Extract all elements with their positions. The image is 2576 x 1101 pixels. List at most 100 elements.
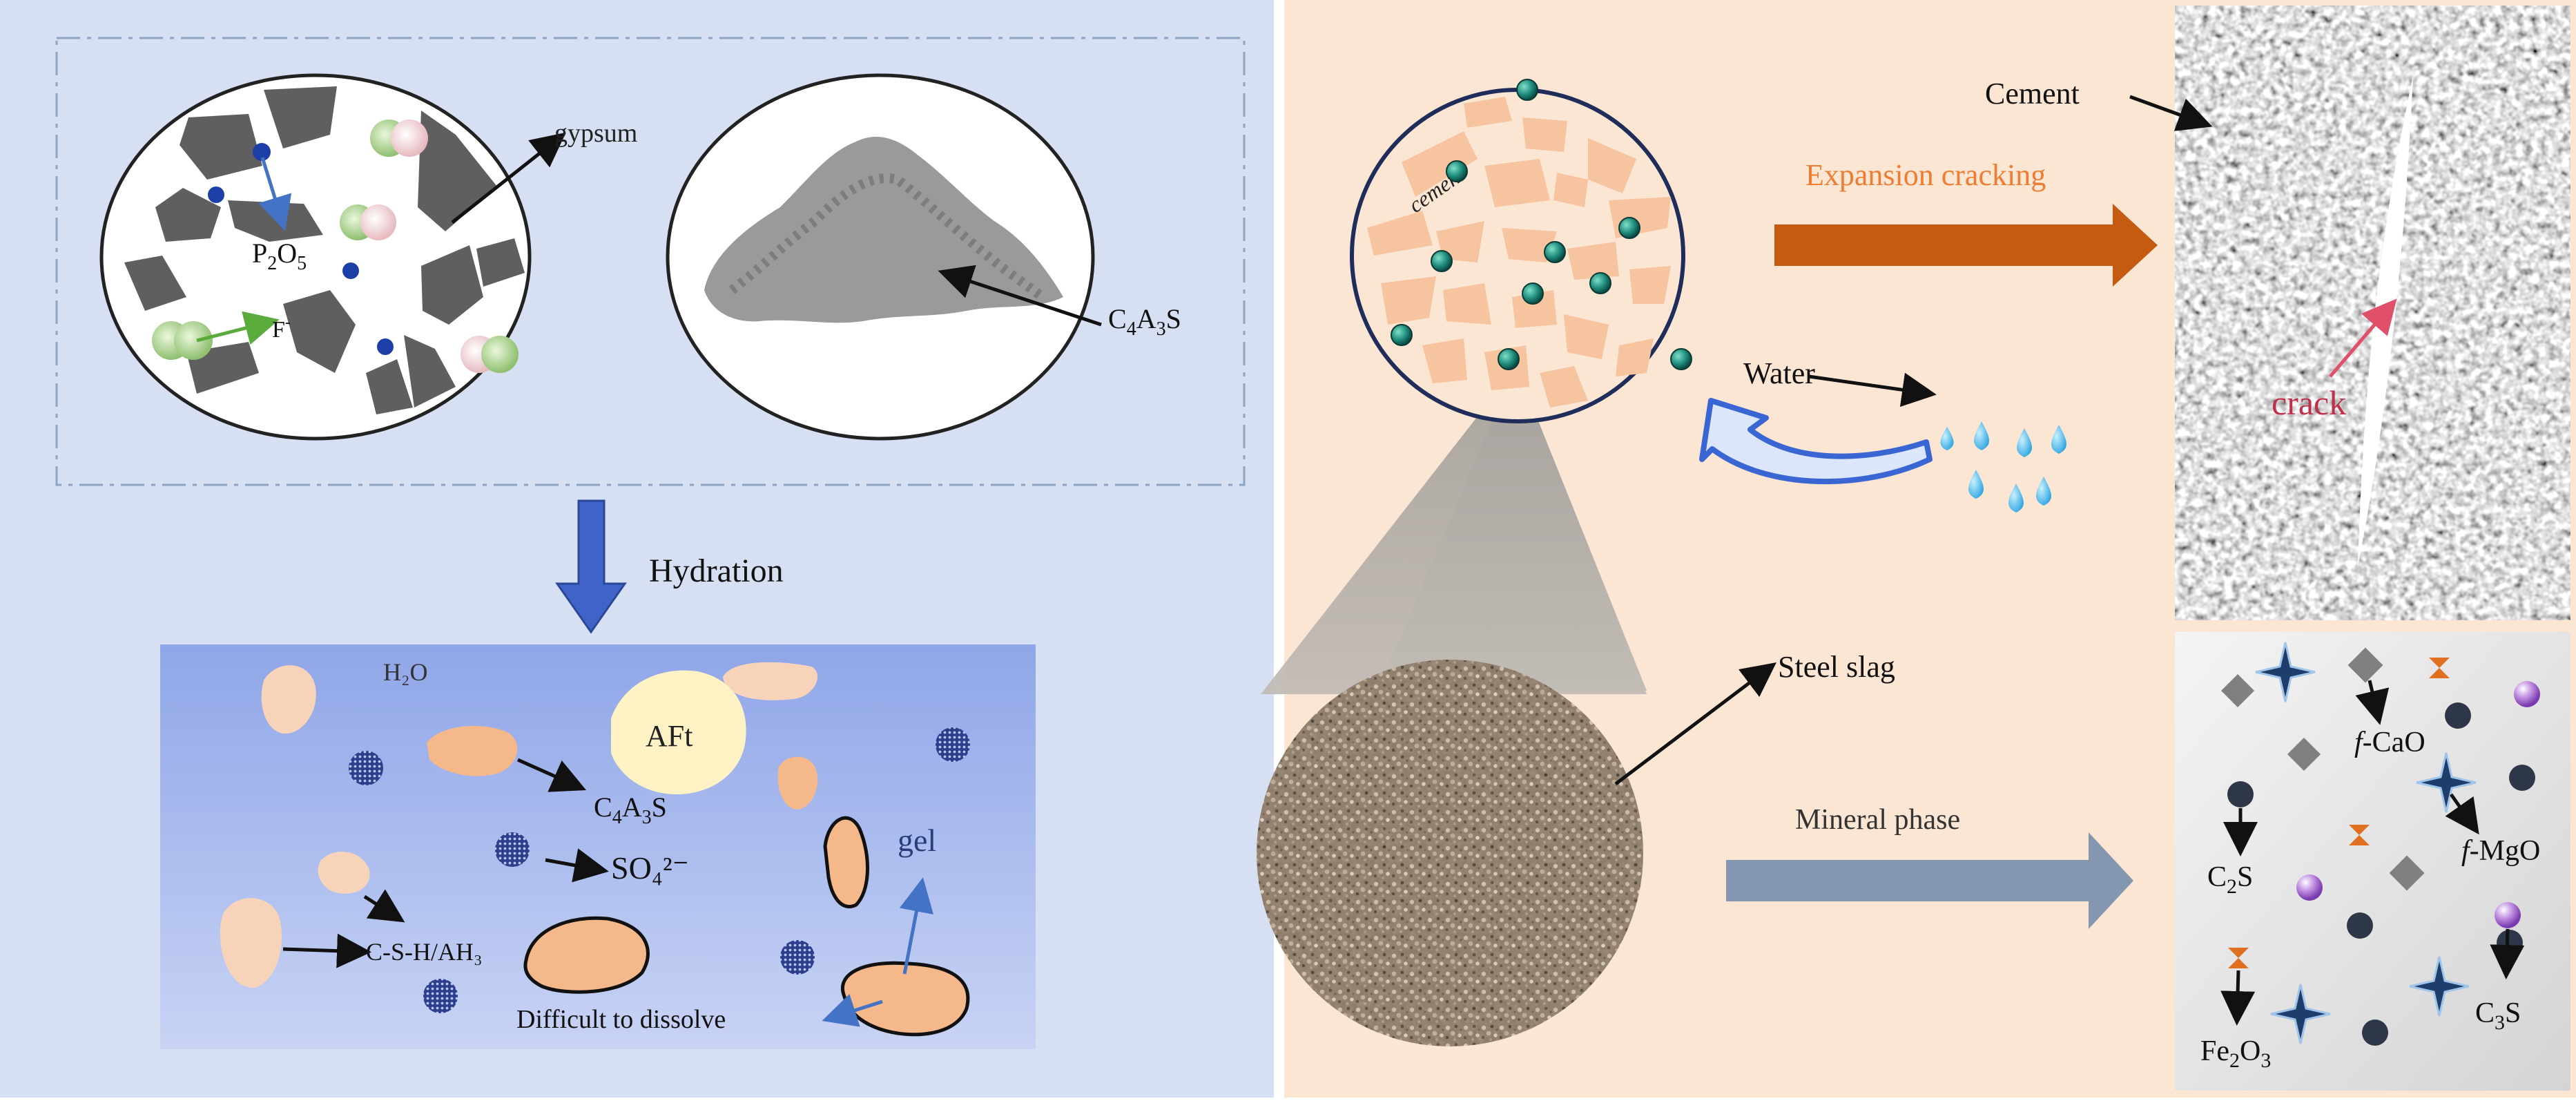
fluoride-label: F- xyxy=(272,314,291,343)
c4a3s-pointer-arrow xyxy=(938,265,1102,327)
c4a3s-bottom-label: C4A3S xyxy=(594,792,667,828)
cement-ball xyxy=(1670,348,1692,370)
peach-particle xyxy=(777,756,818,810)
fe2o3-arrow xyxy=(2220,970,2256,1026)
peach-particle xyxy=(261,665,316,734)
water-drop xyxy=(2036,477,2051,506)
phosphate-arrow xyxy=(258,157,292,231)
green-molecule xyxy=(461,336,519,373)
cement-grain xyxy=(1567,242,1619,280)
c4a3s-powder-texture xyxy=(728,173,1046,301)
gypsum-pointer-arrow xyxy=(451,132,566,224)
cement-label: Cement xyxy=(1985,77,2080,111)
fmgo-label: f-MgO xyxy=(2461,835,2540,867)
water-drop xyxy=(2051,425,2066,454)
cement-grain xyxy=(1540,366,1588,408)
raw-material-circle: P2O5 F- xyxy=(99,73,532,441)
expansion-cracking-label: Expansion cracking xyxy=(1805,158,2046,192)
gel-arrow xyxy=(899,877,933,975)
hydration-label: Hydration xyxy=(649,553,784,589)
blue-ion xyxy=(342,262,359,279)
water-drop xyxy=(2008,484,2024,513)
sulfate-particle xyxy=(349,751,383,785)
fcao-arrow xyxy=(2355,680,2390,725)
undissolved-particle xyxy=(840,961,970,1037)
water-pointer-arrow xyxy=(1808,372,1937,408)
c2s-label: C2S xyxy=(2207,861,2253,898)
fluoride-arrow xyxy=(196,311,280,345)
expansion-cracking-arrow xyxy=(1774,204,2158,287)
green-molecule xyxy=(340,204,396,240)
cement-grain xyxy=(1484,159,1550,207)
dark-sphere xyxy=(2227,781,2254,807)
undissolved-particle xyxy=(823,816,869,908)
cement-grain xyxy=(1402,131,1478,197)
orange-hourglass xyxy=(2349,825,2370,845)
so4-arrow xyxy=(545,848,609,883)
csh-arrow-from-particle xyxy=(363,889,405,923)
cement-ball xyxy=(1618,217,1640,239)
gypsum-particle xyxy=(476,238,525,287)
cement-grain xyxy=(1588,138,1636,193)
csh-label: C-S-H/AH₃ xyxy=(366,938,483,966)
cement-grain xyxy=(1443,283,1491,325)
water-drop xyxy=(2017,428,2032,457)
gypsum-particle xyxy=(124,256,186,311)
cement-grain xyxy=(1616,338,1654,376)
steel-slag-pointer-arrow xyxy=(1614,662,1776,785)
cement-ball xyxy=(1431,250,1453,272)
cement-grain xyxy=(1464,97,1512,128)
green-molecule xyxy=(370,119,428,157)
undissolved-particle xyxy=(523,916,650,994)
fcao-label: f-CaO xyxy=(2354,727,2425,758)
sulfate-particle xyxy=(495,832,530,867)
cement-grain xyxy=(1502,228,1557,262)
sulfate-particle xyxy=(423,979,458,1013)
crack-pointer-arrow xyxy=(2329,298,2397,378)
sulfate-particle xyxy=(780,940,815,975)
water-drop xyxy=(1968,470,1984,499)
mineral-phase-box: f-CaO f-MgO C2S C3S Fe2O3 xyxy=(2175,632,2570,1091)
cement-grain xyxy=(1564,314,1609,359)
gypsum-particle xyxy=(264,86,337,149)
aft-label: AFt xyxy=(646,719,693,753)
fe2o3-label: Fe2O3 xyxy=(2200,1035,2271,1072)
dashed-frame xyxy=(55,37,1246,486)
blue-ion xyxy=(377,338,394,355)
blue-star xyxy=(2255,642,2316,702)
sulfate-particle xyxy=(936,727,970,762)
c4a3s-top-label: C4A3S xyxy=(1108,303,1181,340)
blue-ion xyxy=(208,186,224,203)
c3s-arrow xyxy=(2490,928,2525,979)
dark-sphere xyxy=(2509,765,2535,791)
cement-grain xyxy=(1422,338,1467,383)
cement-ball xyxy=(1446,160,1468,182)
cement-grain xyxy=(1512,290,1557,328)
fmgo-arrow xyxy=(2445,793,2479,835)
csh-arrow xyxy=(282,933,371,968)
aft-particle xyxy=(611,670,746,794)
h2o-label: H₂O xyxy=(383,658,428,686)
gypsum-particle xyxy=(155,188,221,242)
c3s-label: C3S xyxy=(2475,997,2521,1034)
dissolve-arrow xyxy=(822,993,883,1027)
cement-grain xyxy=(1522,117,1567,152)
cement-grain xyxy=(1436,221,1484,262)
so4-label: SO₄²⁻ xyxy=(611,850,689,885)
green-molecule xyxy=(152,321,213,360)
cement-ball xyxy=(1544,241,1566,263)
cement-grain xyxy=(1629,266,1671,304)
p2o5-label: P2O5 xyxy=(252,238,307,274)
water-label: Water xyxy=(1743,356,1815,390)
cement-grain xyxy=(1553,173,1588,207)
cement-crack-image xyxy=(2175,6,2570,620)
cement-ball xyxy=(1498,348,1520,370)
water-uptake-arrow xyxy=(1699,398,1933,485)
gray-diamond xyxy=(2220,673,2255,708)
mineral-phase-label: Mineral phase xyxy=(1795,804,1960,836)
dark-sphere xyxy=(2497,930,2523,956)
purple-sphere xyxy=(2495,902,2521,928)
gypsum-particle xyxy=(366,359,413,414)
